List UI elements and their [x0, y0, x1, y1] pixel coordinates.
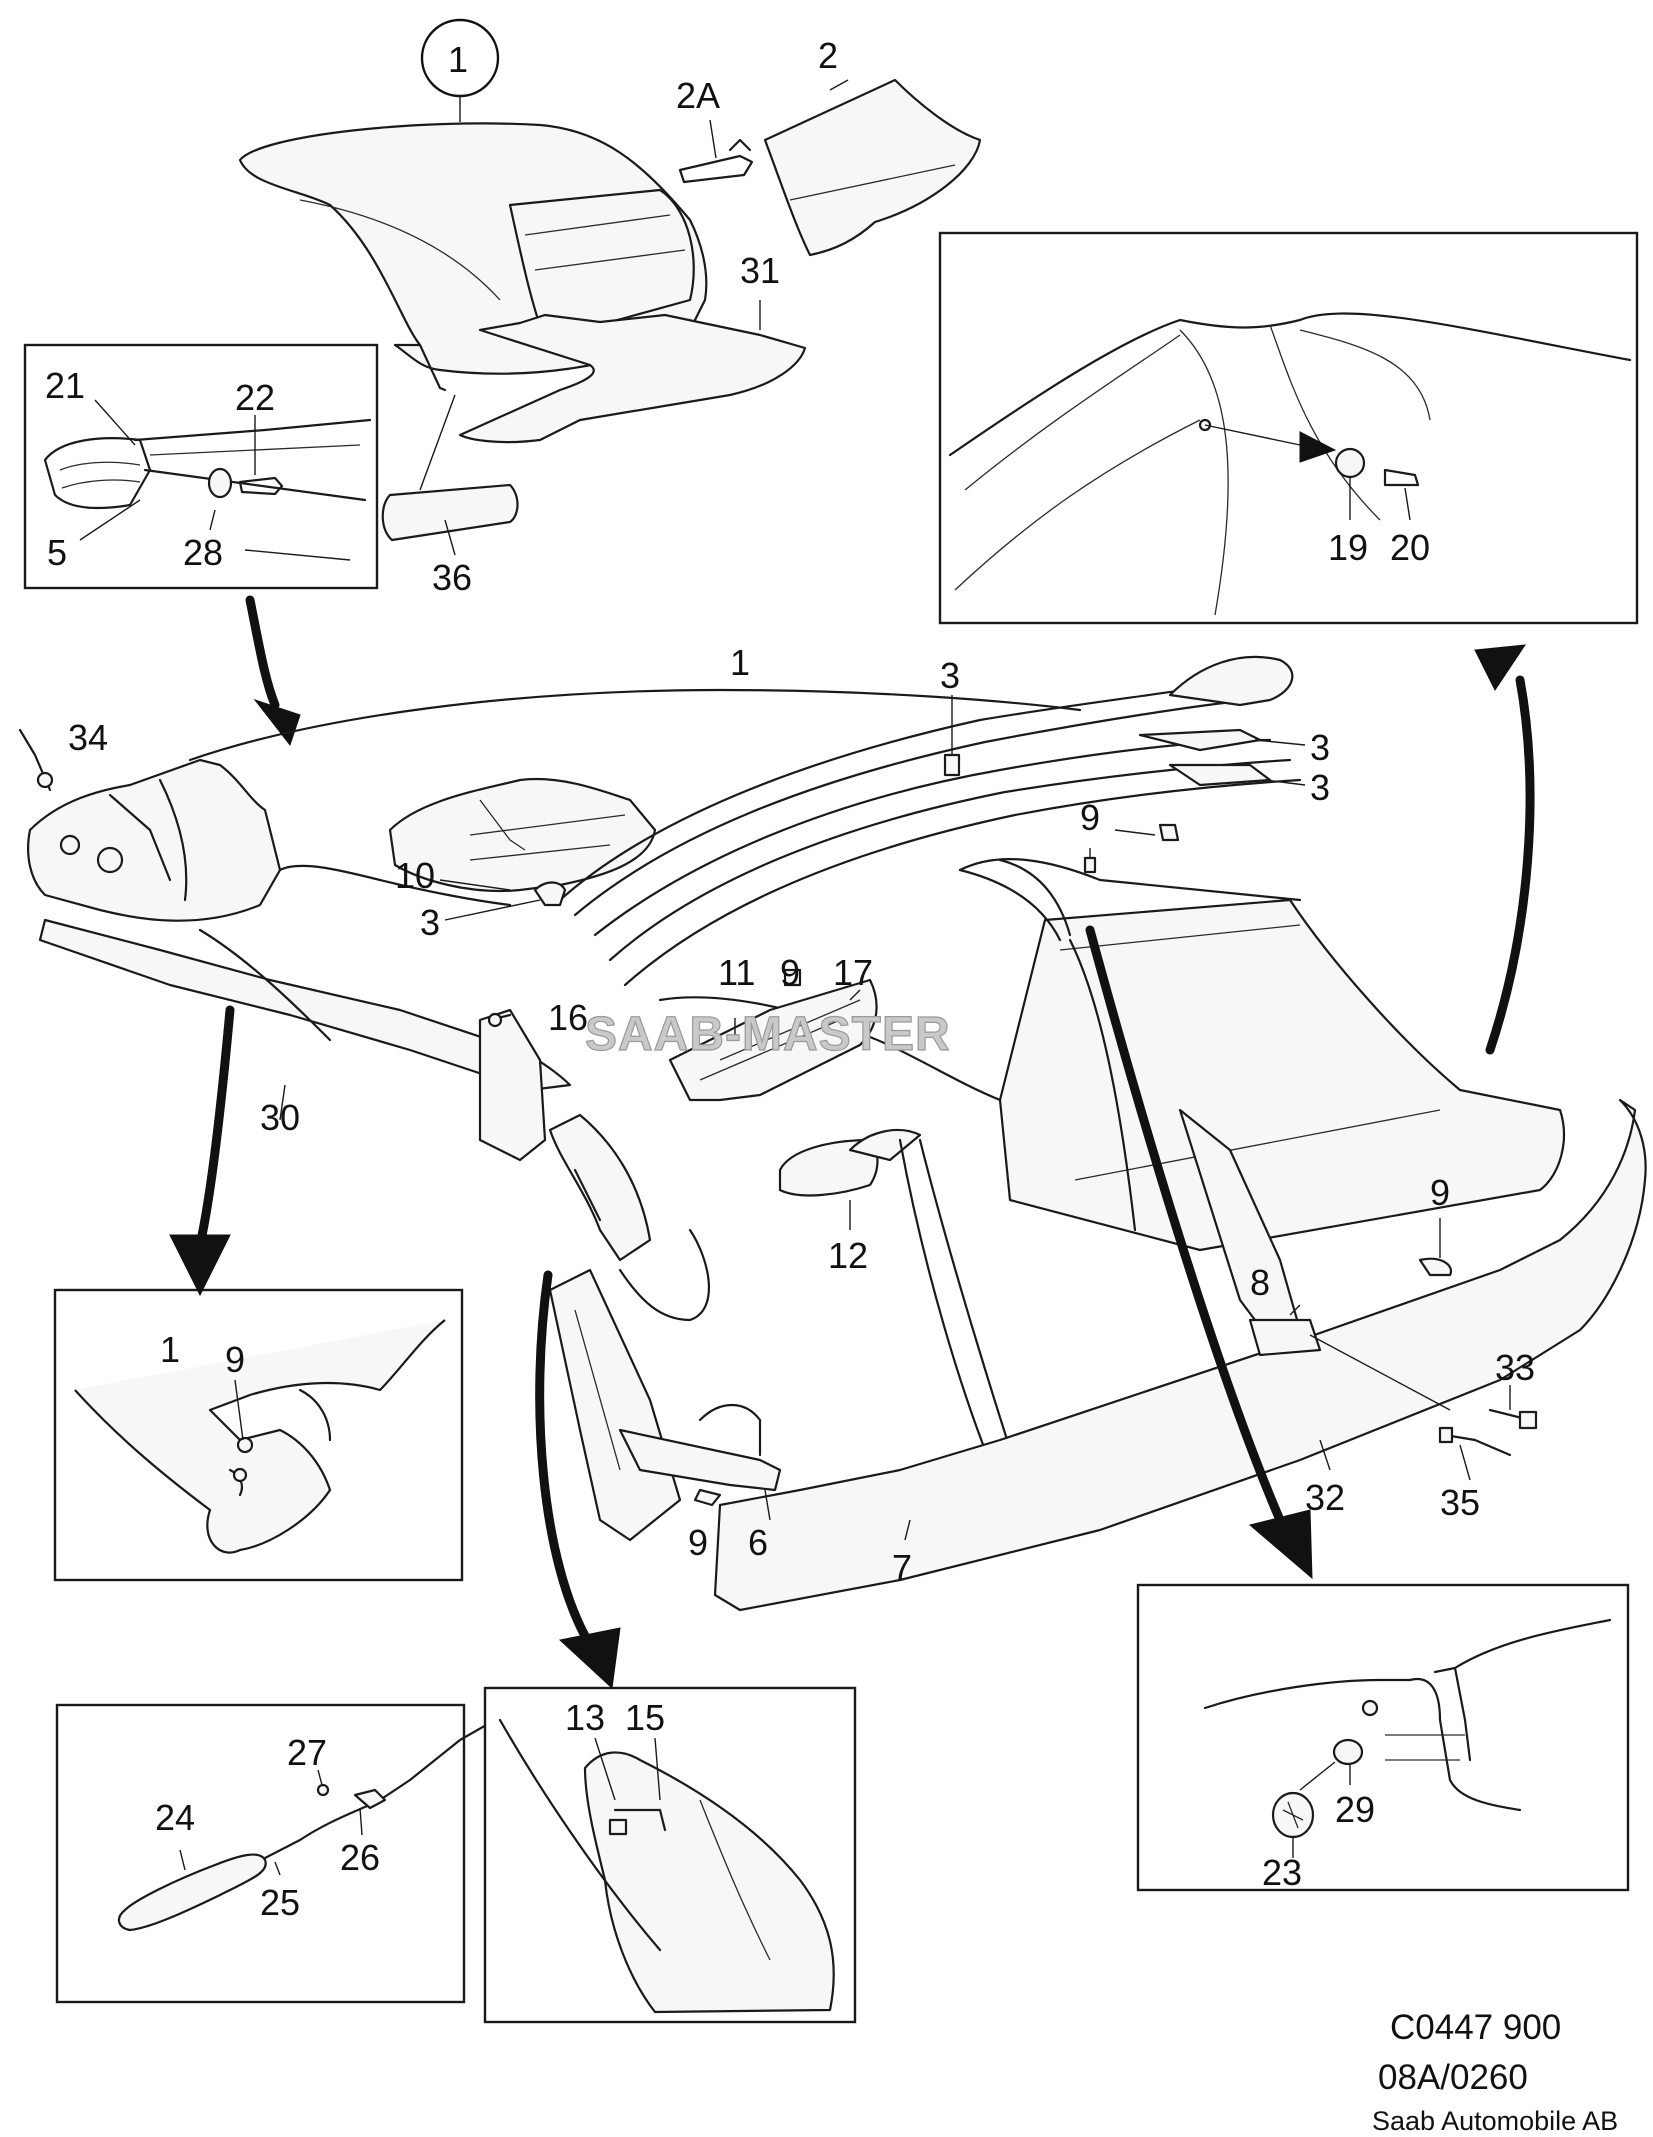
callout-circle-1: 1 — [420, 18, 500, 122]
callout-3-top: 3 — [940, 655, 960, 696]
callout-25: 25 — [260, 1882, 300, 1923]
callout-3-left: 3 — [420, 902, 440, 943]
callout-6: 6 — [748, 1522, 768, 1563]
callout-1-detail: 1 — [160, 1329, 180, 1370]
pointer-arrow-top-right — [1474, 644, 1535, 1055]
detail-box-bottom-left: 24 25 26 27 — [55, 1698, 532, 2004]
fastener-parts — [18, 695, 1538, 1541]
detail-box-top-right: 19 20 — [938, 231, 1639, 625]
callout-12: 12 — [828, 1235, 868, 1276]
callout-7: 7 — [892, 1547, 912, 1588]
callout-5: 5 — [47, 532, 67, 573]
detail-box-top-left: 21 22 5 28 — [23, 343, 379, 590]
callout-23: 23 — [1262, 1852, 1302, 1893]
callout-2a: 2A — [676, 75, 720, 116]
pointer-arrow-bottom-center — [535, 1270, 621, 1690]
pointer-arrow-bottom-right — [1085, 925, 1313, 1580]
callout-28: 28 — [183, 532, 223, 573]
callout-19: 19 — [1328, 527, 1368, 568]
watermark: SAAB-MASTER — [585, 1008, 951, 1061]
callout-27: 27 — [287, 1732, 327, 1773]
callout-21: 21 — [45, 365, 85, 406]
pointer-arrow-top-left — [245, 595, 301, 747]
copyright-notice: Saab Automobile AB — [1372, 2106, 1619, 2136]
callout-22: 22 — [235, 377, 275, 418]
callout-11: 11 — [718, 952, 755, 993]
callout-9-detail: 9 — [225, 1339, 245, 1380]
callout-35: 35 — [1440, 1482, 1480, 1523]
rear-window-part-2: 2 — [763, 35, 982, 257]
callout-30: 30 — [260, 1097, 300, 1138]
detail-box-middle-left: 1 9 — [53, 1288, 464, 1582]
callout-3-right-upper: 3 — [1310, 727, 1330, 768]
pad-part-31: 31 — [458, 250, 807, 444]
callout-17: 17 — [833, 952, 873, 993]
callout-32: 32 — [1305, 1477, 1345, 1518]
callout-1-main: 1 — [730, 642, 750, 683]
drawing-reference: 08A/0260 — [1378, 2058, 1528, 2097]
detail-box-bottom-right: 29 23 — [1136, 1583, 1630, 1893]
callout-9-lower: 9 — [688, 1522, 708, 1563]
callout-36: 36 — [432, 557, 472, 598]
callout-2: 2 — [818, 35, 838, 76]
callout-3-right-lower: 3 — [1310, 767, 1330, 808]
callout-1-top: 1 — [448, 39, 468, 80]
callout-13: 13 — [565, 1697, 605, 1738]
callout-34: 34 — [68, 717, 108, 758]
callout-24: 24 — [155, 1797, 195, 1838]
callout-9-top: 9 — [1080, 797, 1100, 838]
callout-31: 31 — [740, 250, 780, 291]
main-frame-assembly — [27, 655, 1647, 1612]
main-assembly-callouts: 1 34 3 3 3 3 9 10 11 9 17 16 30 12 9 8 3… — [68, 642, 1535, 1588]
callout-26: 26 — [340, 1837, 380, 1878]
callout-16: 16 — [548, 997, 588, 1038]
callout-20: 20 — [1390, 527, 1430, 568]
callout-8: 8 — [1250, 1262, 1270, 1303]
pin-part-2a: 2A — [676, 75, 754, 184]
callout-9-right: 9 — [1430, 1172, 1450, 1213]
callout-33: 33 — [1495, 1347, 1535, 1388]
drawing-code: C0447 900 — [1390, 2008, 1562, 2047]
tube-part-36: 36 — [381, 394, 519, 598]
callout-9-center: 9 — [780, 952, 800, 993]
callout-15: 15 — [625, 1697, 665, 1738]
pointer-arrow-middle-left — [169, 1005, 235, 1297]
callout-10: 10 — [395, 855, 435, 896]
detail-box-bottom-center: 13 15 — [483, 1686, 857, 2024]
callout-29: 29 — [1335, 1789, 1375, 1830]
